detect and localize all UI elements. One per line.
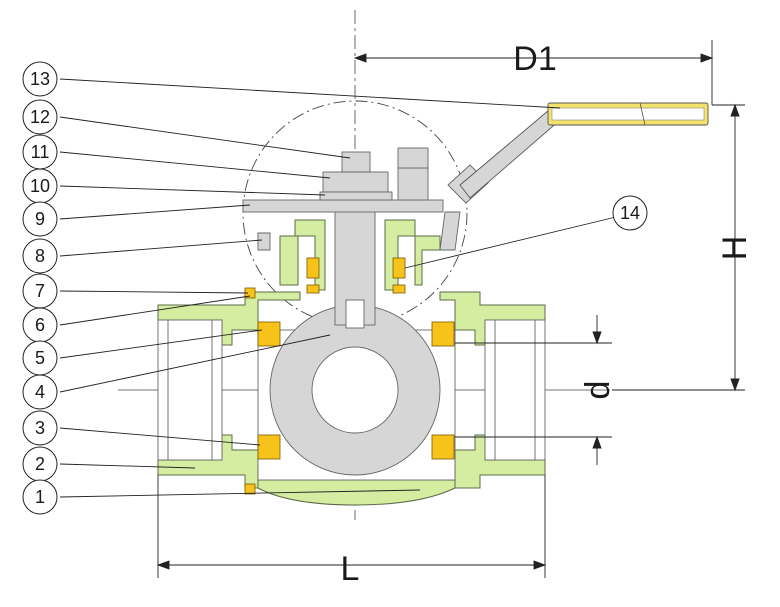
valve-internals [242, 147, 489, 481]
dimension-l-label: L [341, 550, 360, 588]
part-label-5: 5 [35, 348, 45, 368]
handle-lever [459, 102, 709, 199]
part-label-3: 3 [35, 418, 45, 438]
part-label-7: 7 [35, 281, 45, 301]
part-label-12: 12 [30, 107, 50, 127]
part-label-6: 6 [35, 315, 45, 335]
ball-bore [311, 346, 399, 434]
part-label-9: 9 [35, 209, 45, 229]
part-label-10: 10 [30, 176, 50, 196]
body-gasket-bottom [244, 483, 256, 495]
leader-lines [59, 78, 621, 498]
dimension-h-label: H [716, 236, 754, 261]
dimension-d1-label: D1 [513, 40, 556, 78]
seat-top-left [257, 321, 281, 347]
part-label-1: 1 [35, 487, 45, 507]
dimension-lines [156, 40, 745, 578]
seat-bottom-right [431, 434, 455, 460]
stem-packing-right [392, 257, 406, 279]
seat-top-right [431, 321, 455, 347]
part-label-2: 2 [35, 454, 45, 474]
handle-swing-circle [242, 100, 468, 326]
part-label-8: 8 [35, 246, 45, 266]
part-label-11: 11 [31, 142, 50, 162]
part-label-13: 13 [30, 69, 50, 89]
dimension-d-label: d [579, 381, 617, 400]
seals [244, 257, 455, 495]
stem-packing-left [306, 257, 320, 279]
part-label-14: 14 [620, 203, 640, 223]
part-balloons [22, 61, 648, 515]
part-label-4: 4 [35, 382, 45, 402]
seat-bottom-left [257, 434, 281, 460]
